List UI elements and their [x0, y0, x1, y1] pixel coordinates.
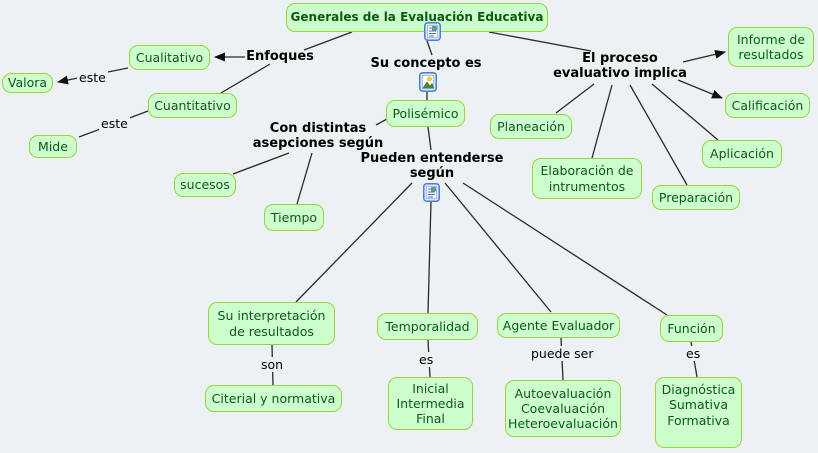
- document-resource-icon[interactable]: [423, 183, 440, 202]
- linking-phrase-enfoques[interactable]: Enfoques: [246, 49, 314, 64]
- line-label-es-temporalidad[interactable]: es: [417, 352, 436, 367]
- line-label-es-funcion[interactable]: es: [684, 346, 703, 361]
- linking-phrase-proceso[interactable]: El proceso evaluativo implica: [553, 51, 687, 82]
- concept-aplicacion[interactable]: Aplicación: [702, 140, 782, 168]
- linking-phrase-pueden[interactable]: Pueden entenderse según: [360, 151, 504, 182]
- line-label-puede-ser[interactable]: puede ser: [529, 346, 596, 361]
- concept-diagnostica[interactable]: Diagnóstica Sumativa Formativa: [655, 377, 742, 448]
- concept-planeacion[interactable]: Planeación: [490, 114, 572, 139]
- concept-inicial[interactable]: Inicial Intermedia Final: [388, 377, 473, 430]
- concept-cuantitativo[interactable]: Cuantitativo: [148, 93, 237, 118]
- concept-agente[interactable]: Agente Evaluador: [497, 313, 620, 338]
- concept-elaboracion[interactable]: Elaboración de intrumentos: [532, 158, 642, 199]
- concept-informe[interactable]: Informe de resultados: [728, 27, 814, 67]
- concept-citerial[interactable]: Citerial y normativa: [205, 385, 342, 412]
- concept-tiempo[interactable]: Tiempo: [264, 204, 324, 231]
- concept-cualitativo[interactable]: Cualitativo: [129, 45, 210, 70]
- concept-interpretacion[interactable]: Su interpretación de resultados: [208, 302, 335, 345]
- concept-sucesos[interactable]: sucesos: [174, 173, 236, 197]
- concept-mide[interactable]: Mide: [29, 135, 77, 158]
- concept-autoevaluacion[interactable]: Autoevaluación Coevaluación Heteroevalua…: [505, 380, 621, 437]
- concept-temporalidad[interactable]: Temporalidad: [377, 313, 478, 340]
- concept-polisemico[interactable]: Polisémico: [386, 100, 465, 127]
- linking-phrase-con-distintas[interactable]: Con distintas asepciones según: [252, 121, 384, 152]
- line-label-son[interactable]: son: [259, 357, 286, 372]
- concept-calificacion[interactable]: Calificación: [725, 93, 810, 118]
- document-resource-icon[interactable]: [424, 22, 441, 41]
- line-label-este-mide[interactable]: este: [99, 116, 130, 131]
- concept-title[interactable]: Generales de la Evaluación Educativa: [286, 3, 548, 32]
- concept-preparacion[interactable]: Preparación: [652, 185, 740, 210]
- concept-funcion[interactable]: Función: [660, 315, 723, 342]
- concept-valora[interactable]: Valora: [2, 73, 53, 93]
- linking-phrase-su-concepto[interactable]: Su concepto es: [370, 56, 482, 71]
- image-resource-icon[interactable]: [419, 72, 437, 92]
- line-label-este-valora[interactable]: este: [77, 70, 108, 85]
